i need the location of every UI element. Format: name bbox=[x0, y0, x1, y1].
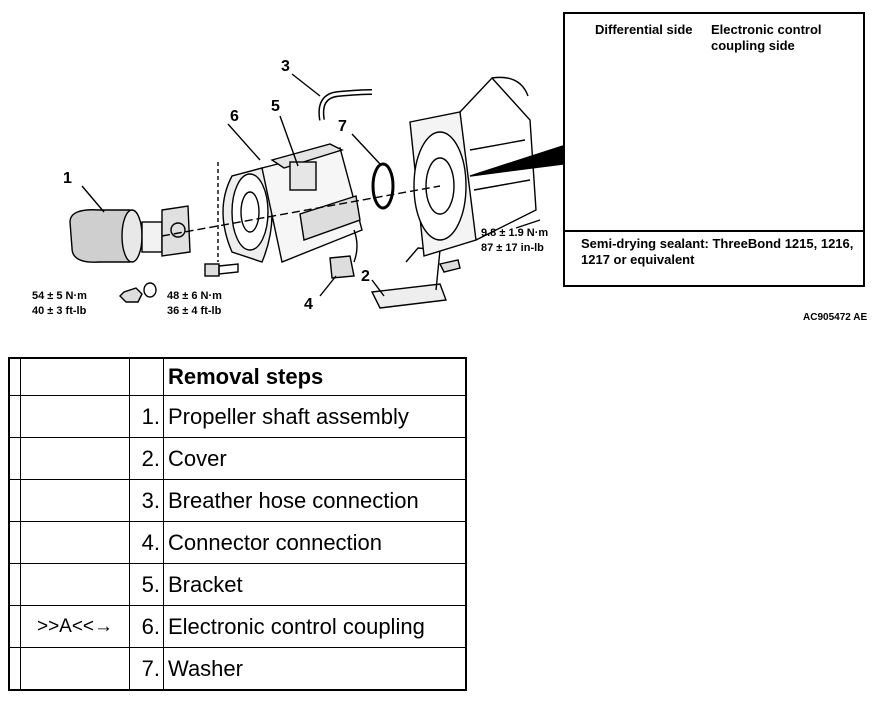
table-row: 1. Propeller shaft assembly bbox=[8, 395, 467, 438]
row-text: Connector connection bbox=[163, 521, 467, 564]
exploded-diagram: 1 2 3 4 5 6 7 54 ± 5 N·m 40 ± 3 ft-lb 48… bbox=[0, 0, 886, 340]
differential-side-label: Differential side bbox=[595, 22, 693, 37]
row-mark: >>A<<→ bbox=[20, 605, 130, 648]
row-mark bbox=[20, 521, 130, 564]
figure-code: AC905472 AE bbox=[803, 312, 868, 323]
row-number: 3. bbox=[129, 479, 164, 522]
row-text: Cover bbox=[163, 437, 467, 480]
table-header-row: Removal steps bbox=[8, 357, 467, 396]
row-text: Washer bbox=[163, 647, 467, 691]
table-row: >>A<<→ 6. Electronic control coupling bbox=[8, 605, 467, 648]
inset-divider bbox=[565, 230, 863, 232]
table-row: 5. Bracket bbox=[8, 563, 467, 606]
row-mark bbox=[20, 647, 130, 691]
torque-nut-ftlb: 40 ± 3 ft-lb bbox=[32, 305, 87, 317]
coupling-housing-drawing bbox=[217, 143, 363, 263]
torque-nut: 54 ± 5 N·m 40 ± 3 ft-lb bbox=[32, 289, 87, 319]
callout-5: 5 bbox=[271, 98, 280, 115]
torque-bolt-nm: 48 ± 6 N·m bbox=[167, 290, 222, 302]
callout-7: 7 bbox=[338, 118, 347, 135]
row-mark bbox=[20, 437, 130, 480]
bolt-drawing bbox=[204, 263, 239, 277]
callout-2: 2 bbox=[361, 268, 370, 285]
row-number: 7. bbox=[129, 647, 164, 691]
row-number: 1. bbox=[129, 395, 164, 438]
cover-drawing bbox=[370, 247, 447, 309]
table-row: 3. Breather hose connection bbox=[8, 479, 467, 522]
table-header: Removal steps bbox=[163, 357, 467, 396]
row-text: Breather hose connection bbox=[163, 479, 467, 522]
callout-1: 1 bbox=[63, 170, 72, 187]
row-number: 2. bbox=[129, 437, 164, 480]
row-text: Bracket bbox=[163, 563, 467, 606]
callout-3: 3 bbox=[281, 58, 290, 75]
callout-6: 6 bbox=[230, 108, 239, 125]
callout-4: 4 bbox=[304, 296, 313, 313]
row-number: 4. bbox=[129, 521, 164, 564]
sealant-inset: Differential side Electronic control cou… bbox=[563, 12, 865, 287]
removal-steps-table: Removal steps 1. Propeller shaft assembl… bbox=[8, 357, 467, 691]
propeller-shaft-drawing bbox=[69, 205, 191, 263]
row-mark bbox=[20, 479, 130, 522]
table-row: 7. Washer bbox=[8, 647, 467, 691]
row-number: 6. bbox=[129, 605, 164, 648]
row-mark bbox=[20, 563, 130, 606]
row-text: Propeller shaft assembly bbox=[163, 395, 467, 438]
row-text: Electronic control coupling bbox=[163, 605, 467, 648]
torque-nut-nm: 54 ± 5 N·m bbox=[32, 290, 87, 302]
torque-small-inlb: 87 ± 17 in-lb bbox=[481, 242, 544, 254]
torque-small-bolt: 9.8 ± 1.9 N·m 87 ± 17 in-lb bbox=[481, 226, 548, 256]
table-row: 2. Cover bbox=[8, 437, 467, 480]
torque-bolt-ftlb: 36 ± 4 ft-lb bbox=[167, 305, 222, 317]
sealant-note: Semi-drying sealant: ThreeBond 1215, 121… bbox=[581, 236, 854, 267]
coupling-side-label: Electronic control coupling side bbox=[711, 22, 822, 53]
table-row: 4. Connector connection bbox=[8, 521, 467, 564]
nut-washer-drawing bbox=[119, 282, 157, 303]
connector-drawing bbox=[329, 229, 358, 279]
row-mark bbox=[20, 395, 130, 438]
torque-small-nm: 9.8 ± 1.9 N·m bbox=[481, 227, 549, 239]
torque-bolt: 48 ± 6 N·m 36 ± 4 ft-lb bbox=[167, 289, 222, 319]
row-number: 5. bbox=[129, 563, 164, 606]
